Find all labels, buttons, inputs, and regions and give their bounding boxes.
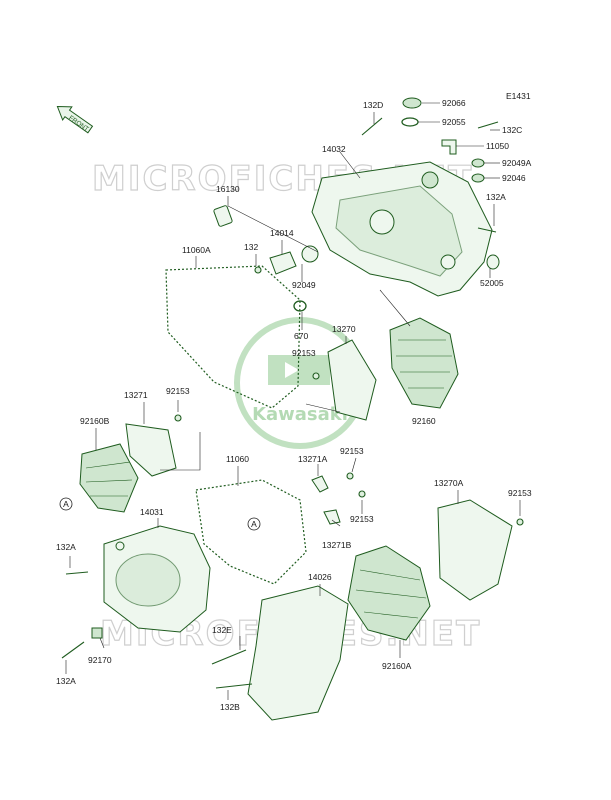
svg-text:A: A: [63, 499, 69, 509]
cover-14026: [247, 585, 349, 721]
mesh-92160B: [79, 443, 139, 513]
bolt-132D: [361, 117, 383, 136]
label-92046: 92046: [502, 173, 526, 183]
label-14026: 14026: [308, 572, 332, 582]
seal-92049A: [471, 158, 485, 168]
plug-52005: [486, 254, 500, 270]
bolt-132A-top: [477, 227, 497, 233]
label-92066: 92066: [442, 98, 466, 108]
label-92153-c: 92153: [340, 446, 364, 456]
mesh-92160A: [347, 545, 431, 641]
gasket-11060A: [165, 265, 301, 409]
mesh-92160: [389, 317, 459, 409]
oil-filler-cap: [402, 97, 422, 109]
ref-marker-a-right: A: [247, 517, 261, 531]
damper-92170: [91, 627, 103, 639]
seal-92049: [301, 245, 319, 263]
clutch-cover-upper: [311, 161, 493, 297]
label-14014: 14014: [270, 228, 294, 238]
label-92153-e: 92153: [508, 488, 532, 498]
label-11050: 11050: [486, 141, 509, 151]
label-52005: 52005: [480, 278, 504, 288]
label-92049A: 92049A: [502, 158, 532, 168]
logo-text: Kawasaki: [252, 404, 348, 425]
label-92160A: 92160A: [382, 661, 412, 671]
label-132C: 132C: [502, 125, 522, 135]
plate-13270A: [437, 499, 513, 601]
plate-13270: [327, 339, 377, 421]
o-ring-92055: [401, 117, 419, 127]
label-132B: 132B: [220, 702, 240, 712]
label-14032: 14032: [322, 144, 346, 154]
bolt-92153-b: [174, 414, 182, 422]
bolt-132B: [215, 683, 253, 689]
bolt-92153-d: [358, 490, 366, 498]
bolt-132A-left: [65, 571, 89, 575]
label-92160: 92160: [412, 416, 436, 426]
label-11060A: 11060A: [182, 245, 211, 255]
part-labels: 132D 92066 92055 132C 11050 92049A 92046…: [56, 98, 532, 712]
diagram-code: E1431: [506, 91, 531, 101]
label-132A-bottom: 132A: [56, 676, 76, 686]
bolt-132C: [477, 121, 499, 129]
label-13271A: 13271A: [298, 454, 328, 464]
bracket-13271B: [323, 509, 341, 525]
label-11060: 11060: [226, 454, 249, 464]
plate-13271: [125, 423, 177, 477]
label-132: 132: [244, 242, 258, 252]
label-132A-left: 132A: [56, 542, 76, 552]
bolt-92153-c: [346, 472, 354, 480]
bolt-132: [254, 266, 262, 274]
label-13270: 13270: [332, 324, 356, 334]
label-92160B: 92160B: [80, 416, 110, 426]
ref-marker-a-left: A: [59, 497, 73, 511]
gasket-11060: [195, 479, 307, 585]
label-13270A: 13270A: [434, 478, 464, 488]
bolt-92153-e: [516, 518, 524, 526]
label-132E: 132E: [212, 625, 232, 635]
label-92153-d: 92153: [350, 514, 374, 524]
label-92049: 92049: [292, 280, 316, 290]
label-13271B: 13271B: [322, 540, 352, 550]
label-14031: 14031: [140, 507, 164, 517]
label-132A-top: 132A: [486, 192, 506, 202]
bolt-92153-a: [312, 372, 320, 380]
label-670: 670: [294, 331, 308, 341]
bolt-132A-bottom: [61, 641, 85, 659]
plug-16130: [213, 205, 233, 227]
leader-lines: [65, 102, 521, 700]
seal-92046: [471, 173, 485, 183]
label-92055: 92055: [442, 117, 466, 127]
front-arrow-icon: FRONT: [56, 106, 94, 134]
bolt-132E: [211, 649, 247, 665]
label-16130: 16130: [216, 184, 240, 194]
plate-14014: [269, 251, 297, 275]
svg-text:A: A: [251, 519, 257, 529]
label-13271: 13271: [124, 390, 148, 400]
bracket-13271A: [311, 475, 329, 493]
bracket-11050: [441, 139, 457, 155]
cover-14031: [103, 525, 211, 633]
label-92153-b: 92153: [166, 386, 190, 396]
label-92170: 92170: [88, 655, 112, 665]
label-132D: 132D: [363, 100, 383, 110]
label-92153-a: 92153: [292, 348, 316, 358]
